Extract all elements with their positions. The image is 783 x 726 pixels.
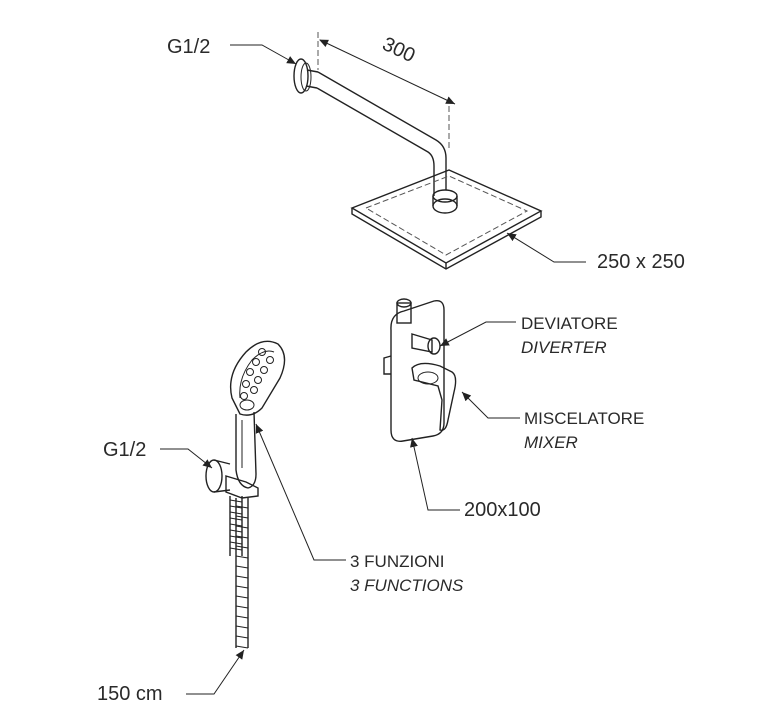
head-connector xyxy=(432,198,458,214)
functions-callout: 3 FUNZIONI 3 FUNCTIONS xyxy=(255,423,464,595)
hand-inlet-label: G1/2 xyxy=(103,439,146,461)
diverter-label-it: DEVIATORE xyxy=(521,314,618,333)
diverter-callout: DEVIATORE DIVERTER xyxy=(439,314,618,357)
diverter-label-en: DIVERTER xyxy=(521,338,607,357)
mixer-callout: MISCELATORE MIXER xyxy=(461,391,644,452)
top-inlet-label: G1/2 xyxy=(167,36,210,58)
diverter-knob xyxy=(411,333,433,353)
functions-label-en: 3 FUNCTIONS xyxy=(350,576,464,595)
head-size-callout: 250 x 250 xyxy=(506,232,685,273)
wall-flange xyxy=(293,58,309,94)
mixer-plate xyxy=(383,298,457,442)
hand-inlet-callout: G1/2 xyxy=(103,439,213,469)
mixer-label-it: MISCELATORE xyxy=(524,409,644,428)
shower-arm xyxy=(293,58,458,214)
mixer-label-en: MIXER xyxy=(524,433,578,452)
arm-length-dimension: 300 xyxy=(317,32,456,150)
mixer-lever xyxy=(411,362,457,431)
shower-head xyxy=(350,169,543,270)
plate-size-label: 200x100 xyxy=(464,499,541,521)
functions-label-it: 3 FUNZIONI xyxy=(350,552,444,571)
plate-size-callout: 200x100 xyxy=(410,437,541,521)
arm-tube xyxy=(317,71,447,190)
head-size-label: 250 x 250 xyxy=(597,251,685,273)
hand-shower xyxy=(205,340,286,499)
shower-hose xyxy=(229,496,249,649)
hose-length-callout: 150 cm xyxy=(97,649,245,705)
top-inlet-callout: G1/2 xyxy=(167,36,297,65)
hose-length-label: 150 cm xyxy=(97,683,163,705)
arm-length-label: 300 xyxy=(379,33,419,67)
